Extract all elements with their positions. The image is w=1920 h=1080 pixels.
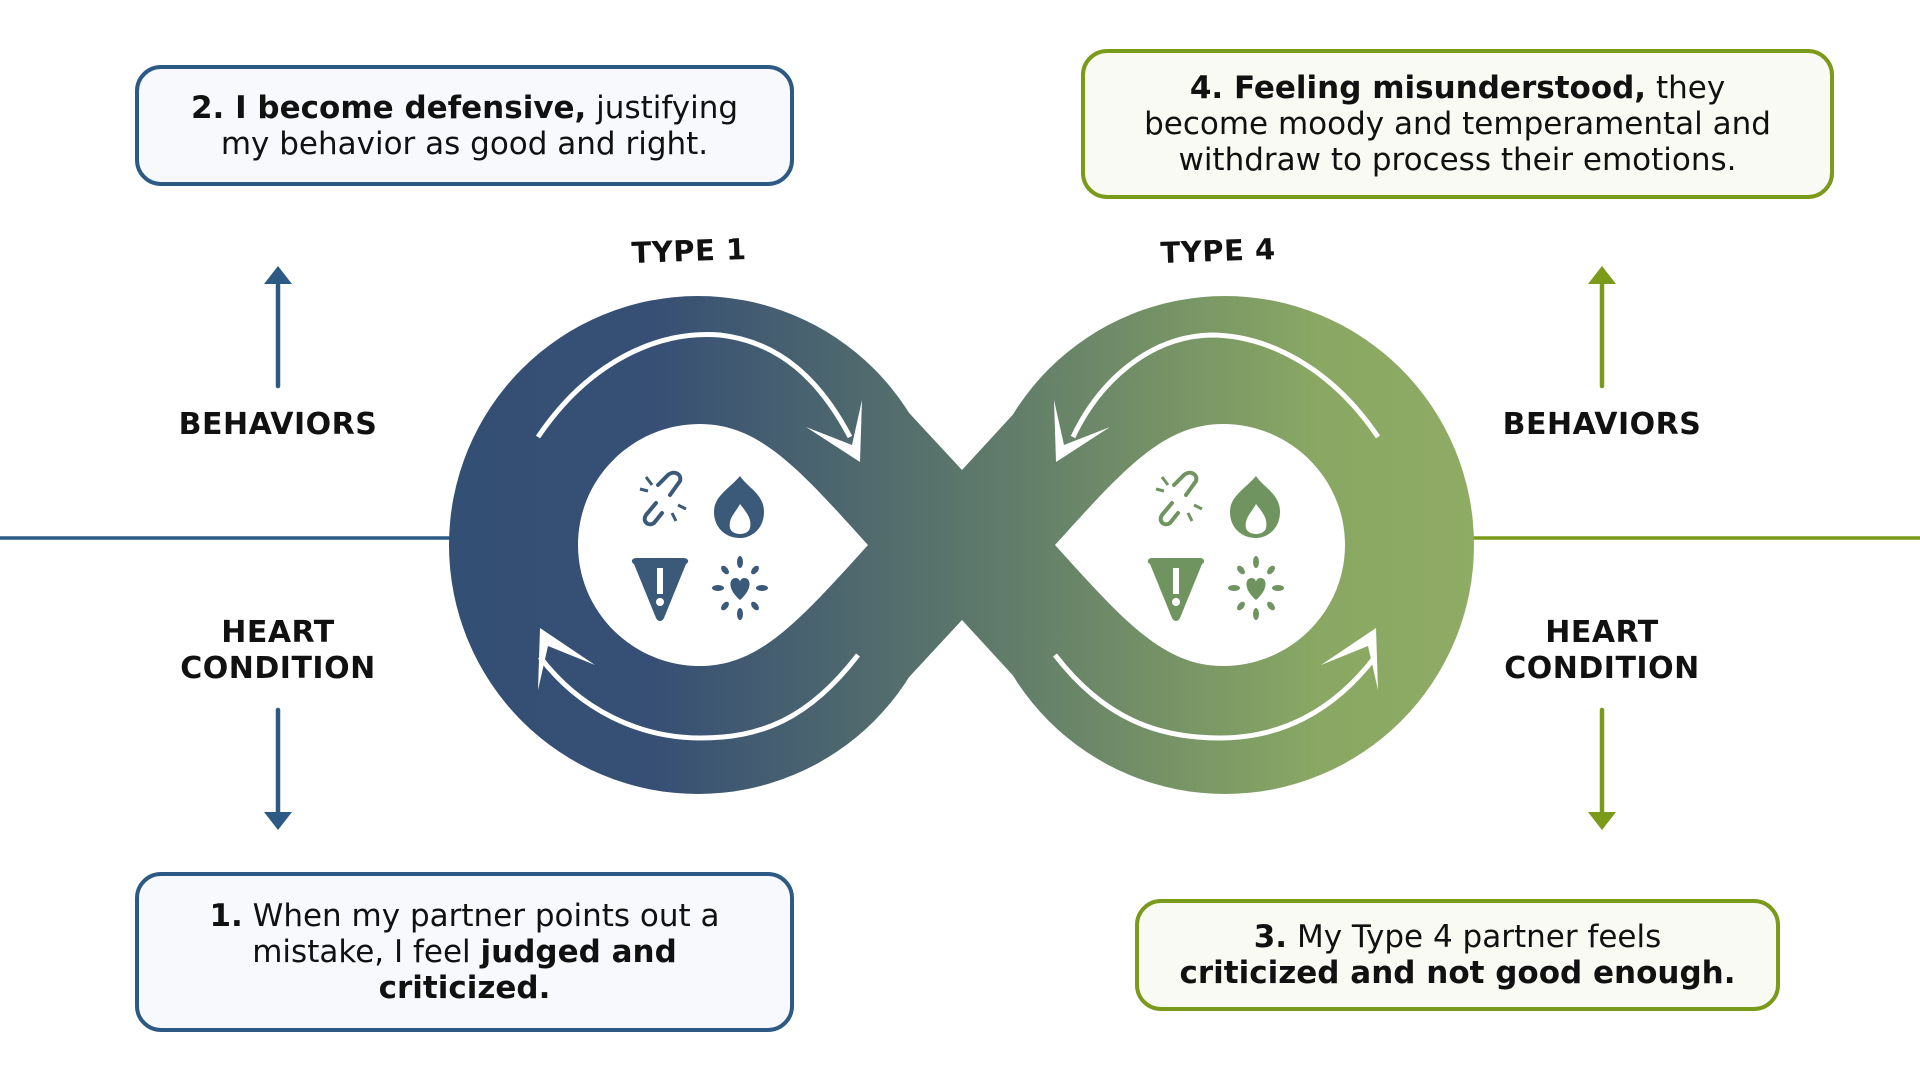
right-behaviors-label: BEHAVIORS <box>1502 407 1702 442</box>
broken-link-icon <box>1155 470 1203 527</box>
type-4-label: TYPE 4 <box>1159 232 1277 270</box>
step-2-box: 2. I become defensive, justifying my beh… <box>135 65 794 186</box>
left-cycle-arrows <box>535 331 860 741</box>
left-heart-condition-label: HEART CONDITION <box>180 615 375 687</box>
right-down-arrow <box>1588 707 1616 830</box>
step-1-body: When my partner points out a mistake, I … <box>242 898 720 970</box>
heart-burst-icon <box>1228 556 1284 620</box>
step-2-text: 2. I become defensive, justifying my beh… <box>169 90 760 162</box>
left-down-arrow <box>264 707 292 830</box>
step-1-bold-suffix: judged and criticized. <box>378 934 677 1006</box>
step-3-text: 3. My Type 4 partner feels criticized an… <box>1179 919 1736 991</box>
step-3-body: My Type 4 partner feels <box>1287 919 1662 955</box>
broken-link-icon <box>639 470 687 527</box>
left-arrowhead-bottom <box>538 628 595 690</box>
step-1-bold-prefix: 1. <box>209 898 243 934</box>
right-heart-line1: HEART <box>1545 615 1659 650</box>
right-arrowhead-bottom <box>1321 628 1378 690</box>
warning-icon <box>1147 558 1205 621</box>
step-3-bold-suffix: criticized and not good enough. <box>1179 955 1736 991</box>
flame-icon <box>714 476 764 538</box>
step-4-box: 4. Feeling misunderstood, they become mo… <box>1081 49 1834 199</box>
right-icons <box>1147 470 1284 621</box>
left-up-arrow <box>264 266 292 389</box>
step-1-box: 1. When my partner points out a mistake,… <box>135 872 794 1032</box>
heart-burst-icon <box>712 556 768 620</box>
step-2-bold: 2. I become defensive, <box>190 89 587 126</box>
step-2-body: justifying my behavior as good and right… <box>220 89 739 162</box>
step-1-text: 1. When my partner points out a mistake,… <box>189 898 740 1006</box>
flame-icon <box>1230 476 1280 538</box>
step-4-text: 4. Feeling misunderstood, they become mo… <box>1125 70 1790 178</box>
left-behaviors-label: BEHAVIORS <box>178 407 378 442</box>
right-up-arrow <box>1588 266 1616 389</box>
right-cycle-arrows <box>1053 332 1381 741</box>
right-arrowhead-top <box>1054 400 1110 462</box>
type-1-label: TYPE 1 <box>630 232 748 270</box>
left-heart-line2: CONDITION <box>180 651 376 686</box>
step-3-bold-prefix: 3. <box>1253 919 1288 955</box>
step-4-body: they become moody and temperamental and … <box>1144 70 1771 178</box>
right-heart-line2: CONDITION <box>1504 651 1700 686</box>
step-3-box: 3. My Type 4 partner feels criticized an… <box>1135 899 1780 1011</box>
left-arrowhead-top <box>806 400 862 462</box>
left-icons <box>631 470 768 621</box>
right-heart-condition-label: HEART CONDITION <box>1504 615 1699 687</box>
step-4-bold: 4. Feeling misunderstood, <box>1189 70 1647 106</box>
left-heart-line1: HEART <box>221 615 335 650</box>
warning-icon <box>631 558 689 621</box>
